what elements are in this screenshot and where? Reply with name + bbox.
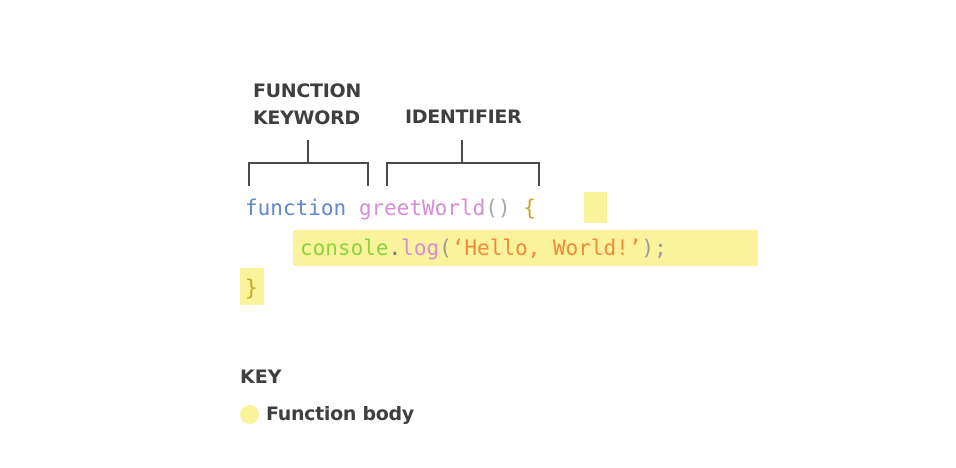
parameter-parens: () <box>485 196 511 220</box>
open-brace: { <box>523 196 536 220</box>
highlight-open-brace <box>584 192 607 223</box>
highlight-body-line <box>293 230 758 266</box>
console-object: console <box>300 236 389 260</box>
function-keyword-bracket <box>248 140 369 186</box>
function-body-swatch <box>240 405 259 424</box>
function-keyword-label: FUNCTION KEYWORD <box>253 78 361 132</box>
log-method: log <box>401 236 440 260</box>
member-dot: . <box>388 236 402 260</box>
code-line-3: } <box>245 273 258 303</box>
call-close: ); <box>641 236 667 260</box>
key-item-function-body: Function body <box>266 403 414 425</box>
close-brace: } <box>245 276 258 300</box>
function-identifier: greetWorld <box>358 196 486 220</box>
key-title: KEY <box>240 366 282 388</box>
code-line-1: function greetWorld() { <box>245 193 536 223</box>
call-open-paren: ( <box>439 236 452 260</box>
function-keyword: function <box>245 196 347 220</box>
string-literal: ‘Hello, World!’ <box>451 236 642 260</box>
highlight-close-brace <box>240 268 264 305</box>
code-line-2: console.log(‘Hello, World!’); <box>300 233 667 263</box>
function-keyword-label-line1: FUNCTION <box>253 80 361 102</box>
function-keyword-label-line2: KEYWORD <box>253 107 360 129</box>
identifier-bracket <box>386 140 540 186</box>
identifier-label: IDENTIFIER <box>405 106 522 128</box>
